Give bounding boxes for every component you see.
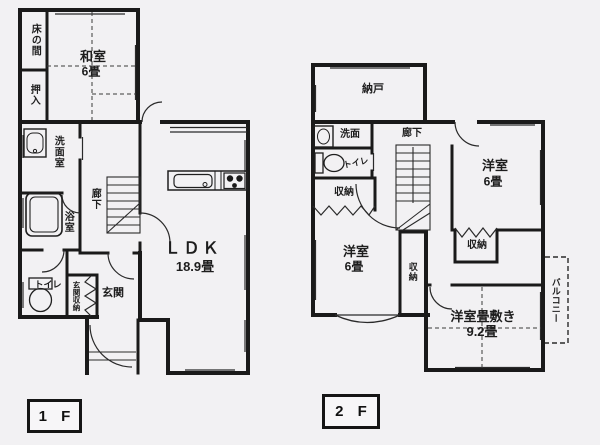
room-label-shunou-center: 収納 xyxy=(407,262,418,282)
room-label-youshitsu-ne: 洋室 xyxy=(481,158,509,174)
room-label-shunou-west: 収納 xyxy=(334,186,354,198)
room-label-rouka-2f: 廊下 xyxy=(402,127,422,139)
room-label-genkan-shunou: 玄関収納 xyxy=(71,281,81,311)
room-label-ldk: ＬＤＫ xyxy=(164,240,222,258)
room-label-rouka-1f: 廊下 xyxy=(89,188,101,210)
room-label-shunou-ne: 収納 xyxy=(467,239,487,251)
balcony-outline xyxy=(545,256,569,344)
floor1-walls xyxy=(18,8,250,375)
door-arc-toilet-1f xyxy=(41,249,65,273)
room-label-tokonoma: 床の間 xyxy=(29,23,41,57)
room-label-youshitsu-sw: 洋室 xyxy=(342,244,370,260)
floor2-tag: 2 F xyxy=(322,394,380,429)
washbasin-icon-2f xyxy=(313,125,334,148)
floor1-windows xyxy=(22,13,247,371)
door-arc-youshitsu-sw xyxy=(355,183,401,229)
door-arc-tatami-room xyxy=(429,286,453,310)
door-arc-washitsu xyxy=(141,101,163,123)
door-arc-front-door xyxy=(89,324,133,368)
room-size-youshitsu-sw: 6畳 xyxy=(344,259,364,274)
toilet-icon-2f xyxy=(314,152,345,174)
room-label-senmen-2f: 洗面 xyxy=(340,128,360,140)
floor2-door-arcs xyxy=(355,121,480,310)
room-size-washitsu: 6畳 xyxy=(81,64,101,79)
door-arc-youshitsu-ne xyxy=(454,121,480,147)
door-arc-ldk xyxy=(139,212,171,244)
stairs-2f xyxy=(395,144,431,231)
room-label-balcony: バルコニー xyxy=(550,277,561,323)
kitchen-sink-icon xyxy=(173,173,213,189)
floor2-windows xyxy=(314,67,542,369)
washbasin-icon-1f xyxy=(23,128,47,158)
room-label-nando: 納戸 xyxy=(362,83,384,96)
stove-icon xyxy=(223,172,246,190)
room-size-youshitsu-ne: 6畳 xyxy=(483,174,503,189)
kitchen-counter-icon xyxy=(167,170,248,191)
toilet-icon-1f xyxy=(28,277,53,313)
tatami-lines-washitsu xyxy=(47,12,136,120)
room-size-ldk: 18.9畳 xyxy=(175,259,215,275)
floor1-tag: 1 F xyxy=(27,399,82,433)
floor1-door-arcs xyxy=(41,101,171,368)
room-label-toire-1f: トイレ xyxy=(34,279,62,290)
stairs-1f xyxy=(106,176,141,234)
closet-door-zigzag-1f xyxy=(83,275,98,317)
door-arc-genkan xyxy=(107,252,135,280)
floor2-walls xyxy=(311,63,545,372)
room-label-oshiire: 押入 xyxy=(28,84,40,106)
floor2-inner-walls xyxy=(311,120,545,317)
bay-window-2f xyxy=(334,314,401,324)
closet-zigzag-ne xyxy=(454,227,498,238)
room-label-washitsu: 和室 xyxy=(79,49,107,65)
room-label-yokushitsu: 浴室 xyxy=(62,211,74,233)
room-size-youshitsu-tatami: 9.2畳 xyxy=(466,324,498,340)
bathtub-icon xyxy=(25,192,63,237)
closet-door-zigzag-2f xyxy=(312,205,498,238)
room-label-youshitsu-tatami: 洋室畳敷き xyxy=(450,309,516,325)
room-label-genkan: 玄関 xyxy=(102,287,124,300)
tatami-lines-tatami-room xyxy=(428,287,541,368)
closet-zigzag-west xyxy=(312,205,376,216)
room-label-senmenshitsu: 洗面室 xyxy=(52,135,64,169)
porch-steps xyxy=(89,351,136,361)
